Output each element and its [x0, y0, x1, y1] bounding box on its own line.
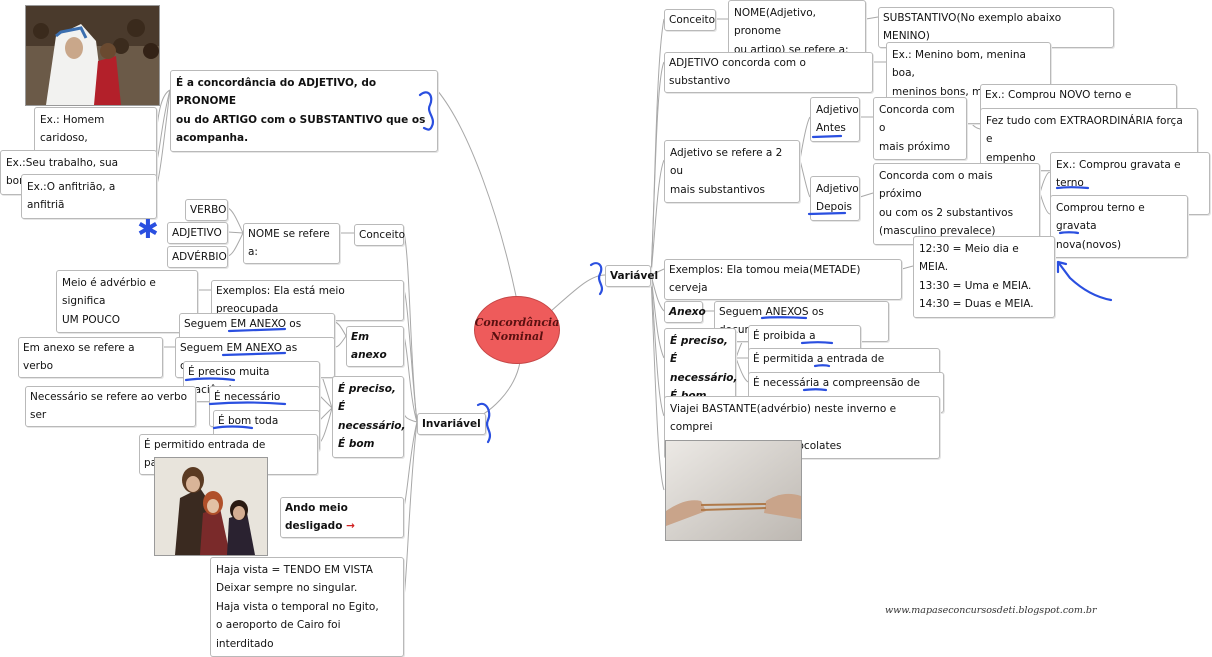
variavel-preciso-group[interactable]: É preciso, É necessário, É bom [664, 328, 738, 410]
depois-regra[interactable]: Concorda com o mais próximo ou com os 2 … [873, 163, 1040, 245]
handwritten-annotations [184, 91, 1113, 444]
preciso-group[interactable]: É preciso, É necessário, É bom [332, 376, 406, 458]
adjetivo-concorda[interactable]: ADJETIVO concorda com o substantivo [664, 52, 873, 93]
meia-exemplo[interactable]: Exemplos: Ela tomou meia(METADE) cerveja [664, 259, 902, 300]
photo-band [154, 457, 268, 556]
branch-variavel[interactable]: Variável [605, 265, 658, 288]
option-adjetivo[interactable]: ADJETIVO [167, 222, 228, 245]
nome-se-refere[interactable]: NOME se refere a: [243, 223, 340, 264]
invariavel-conceito[interactable]: Conceito [354, 224, 405, 247]
depois-ex2[interactable]: Comprou terno e gravata nova(novos) [1050, 195, 1188, 259]
option-adverbio[interactable]: ADVÉRBIO [167, 246, 228, 269]
intro-example-3[interactable]: Ex.:O anfitrião, a anfitriã [21, 174, 157, 219]
adjetivo-refere-2[interactable]: Adjetivo se refere a 2 ou mais substanti… [664, 140, 800, 204]
asterisk-icon: ✱ [137, 215, 159, 245]
photo-mother-teresa [25, 5, 160, 106]
invariavel-intro[interactable]: É a concordância do ADJETIVO, do PRONOME… [170, 70, 438, 152]
photo-elastic-band [665, 440, 802, 541]
preciso-nota[interactable]: Necessário se refere ao verbo ser [25, 386, 196, 427]
option-verbo[interactable]: VERBO [185, 199, 228, 222]
ando-meio-desligado[interactable]: Ando meio desligado → [280, 497, 404, 538]
arrow-right-icon: → [346, 520, 355, 533]
footer-url: www.mapaseconcursosdeti.blogspot.com.br [885, 605, 1097, 616]
em-anexo-group[interactable]: Em anexo [346, 326, 404, 367]
antes-regra[interactable]: Concorda com o mais próximo [873, 97, 967, 161]
variavel-anexo[interactable]: Anexo [664, 301, 706, 324]
meio-nota[interactable]: Meio é advérbio e significa UM POUCO [56, 270, 198, 334]
variavel-conceito[interactable]: Conceito [664, 9, 716, 32]
adjetivo-antes[interactable]: Adjetivo Antes [810, 97, 860, 142]
em-anexo-nota[interactable]: Em anexo se refere a verbo [18, 337, 163, 378]
horas-exemplo[interactable]: 12:30 = Meio dia e MEIA. 13:30 = Uma e M… [913, 236, 1055, 318]
central-topic[interactable]: Concordância Nominal [474, 296, 560, 364]
branch-invariavel[interactable]: Invariável [417, 413, 486, 436]
